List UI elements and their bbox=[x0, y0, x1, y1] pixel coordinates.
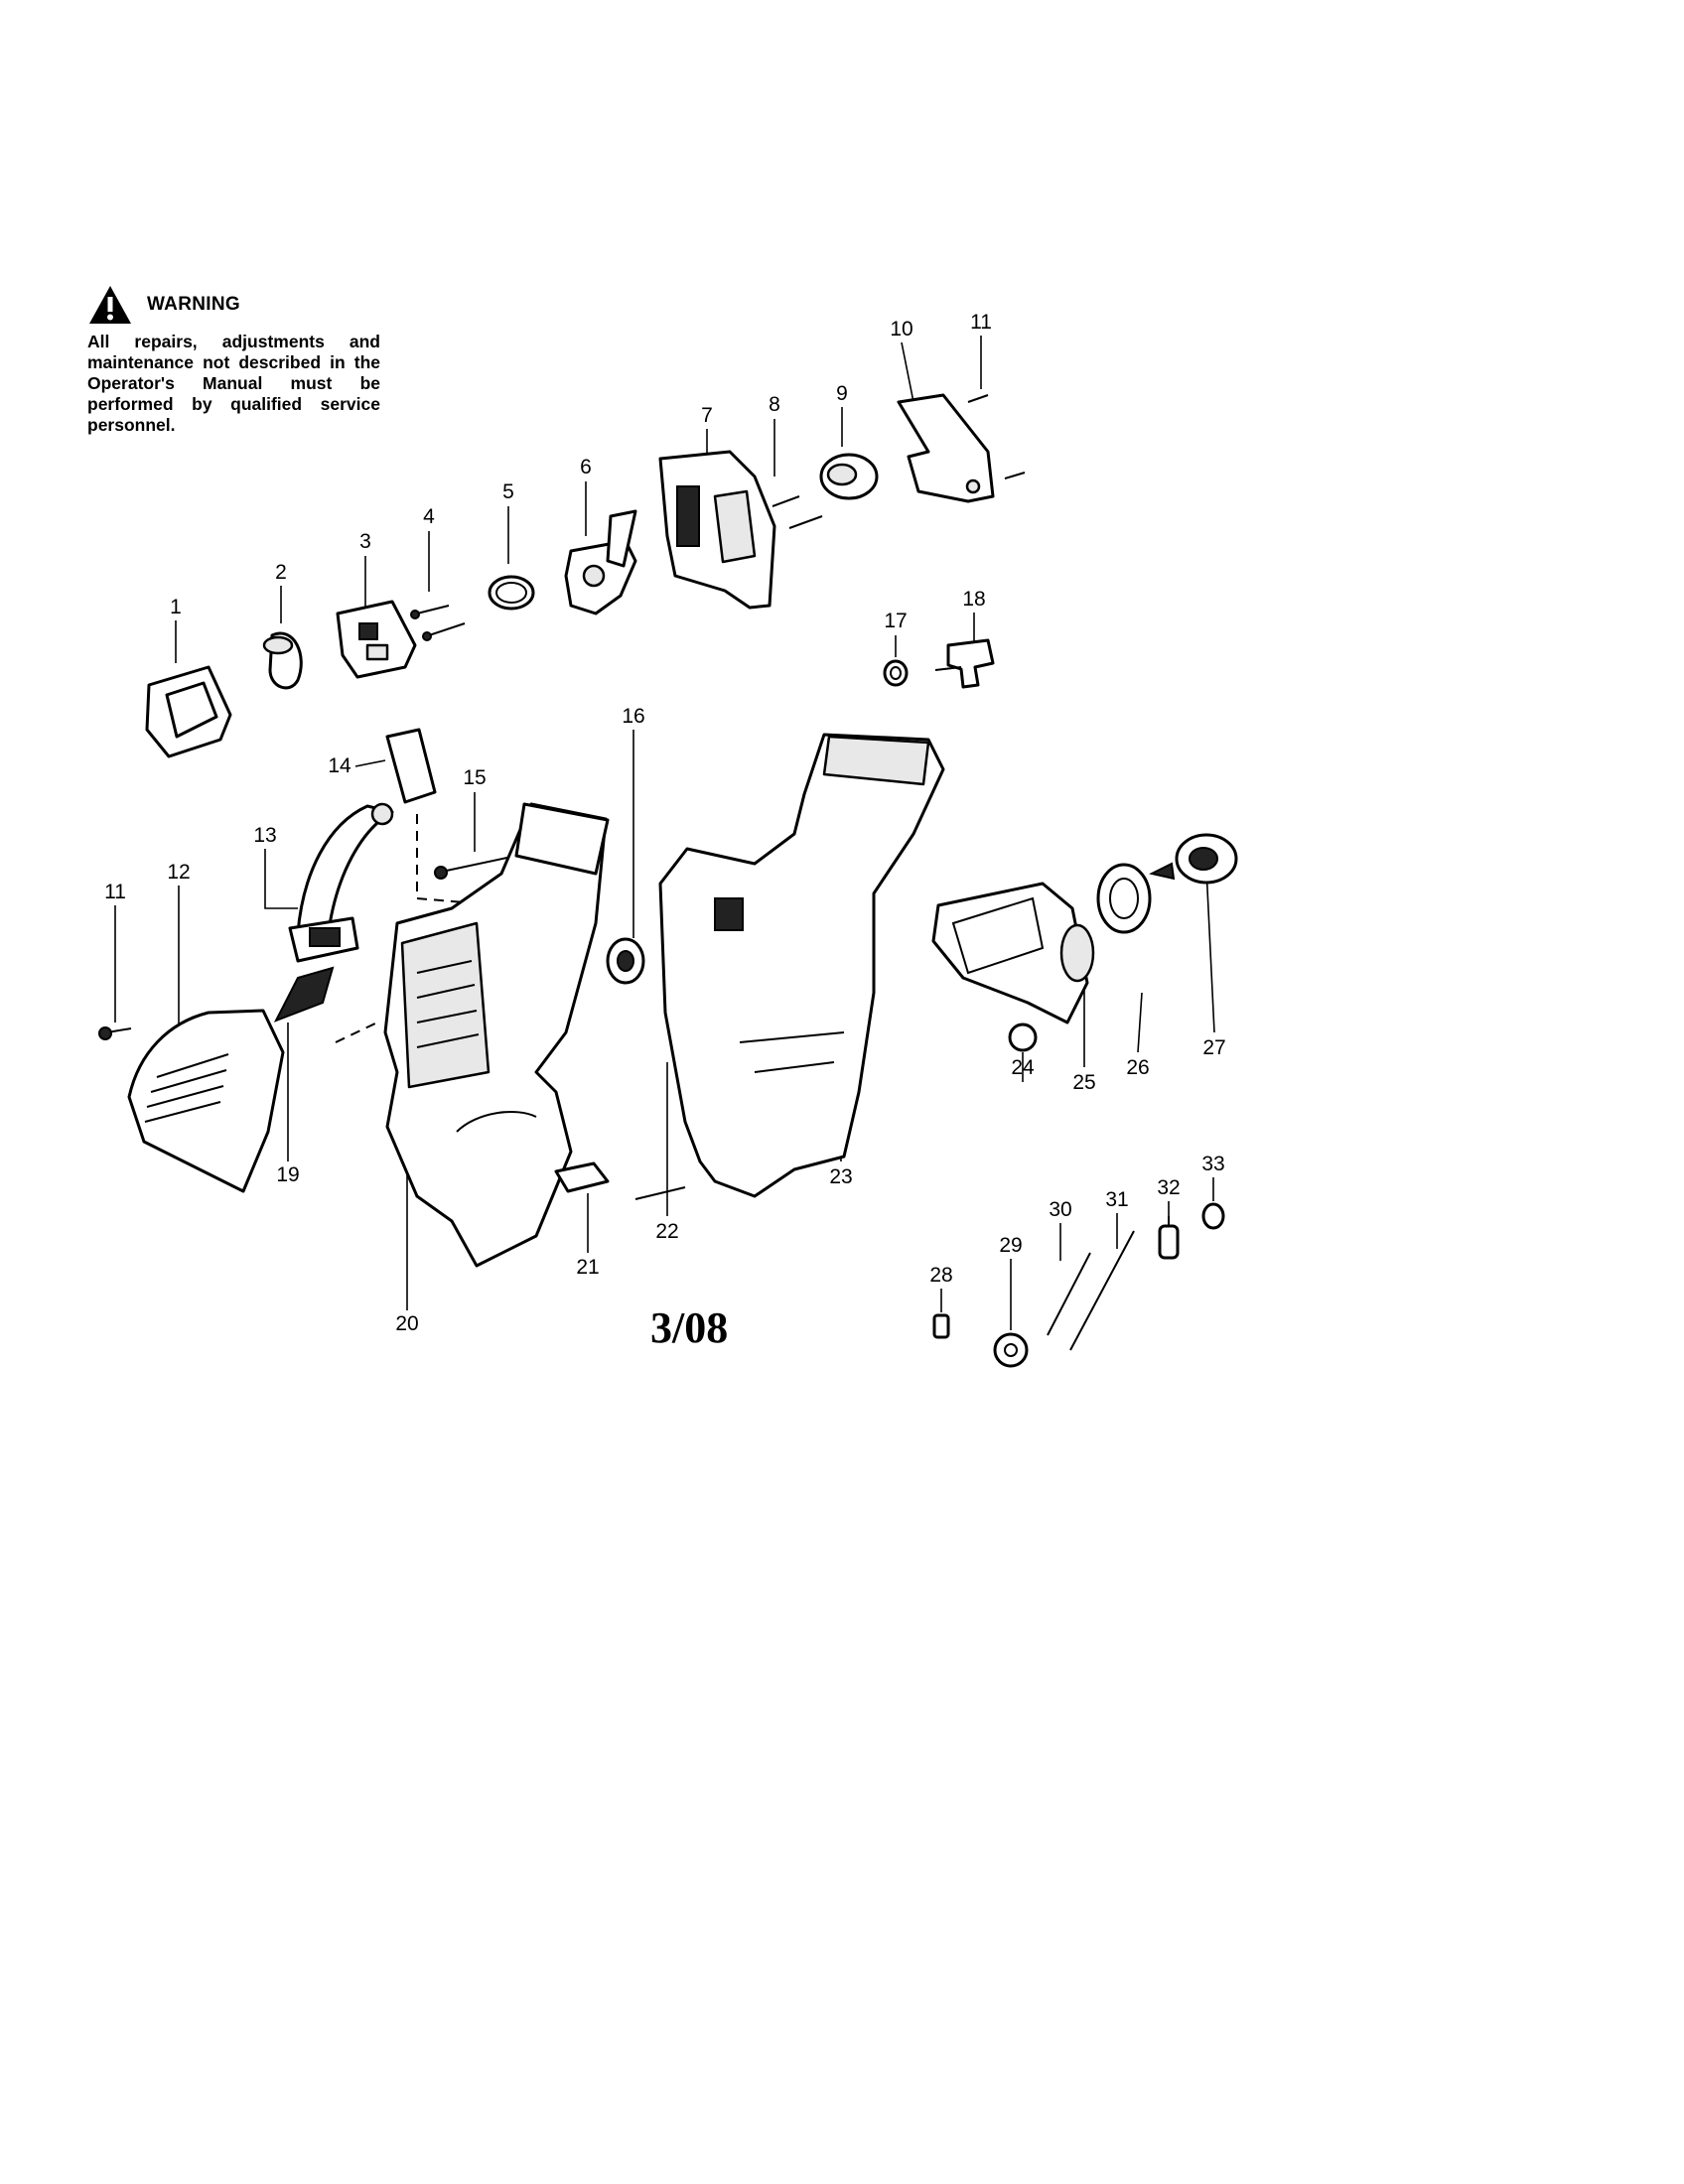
part-30-fuel-line bbox=[1047, 1252, 1091, 1336]
part-33-grommet bbox=[1201, 1202, 1225, 1230]
part-25-nozzle-housing bbox=[931, 882, 1095, 1024]
part-28-fitting bbox=[932, 1313, 950, 1339]
warning-triangle-icon bbox=[89, 286, 131, 324]
part-23-housing-half bbox=[658, 733, 945, 1198]
callout-27: 27 bbox=[1202, 1036, 1225, 1059]
part-17-nut bbox=[883, 659, 909, 687]
callout-2: 2 bbox=[275, 561, 287, 584]
callout-26: 26 bbox=[1126, 1056, 1149, 1079]
part-12-engine-cover bbox=[127, 1009, 285, 1193]
callout-15: 15 bbox=[463, 766, 486, 789]
callout-24: 24 bbox=[1011, 1056, 1035, 1079]
callout-4: 4 bbox=[423, 505, 435, 528]
callout-21: 21 bbox=[576, 1256, 599, 1279]
callout-1: 1 bbox=[170, 596, 182, 618]
callout-28: 28 bbox=[929, 1264, 952, 1287]
part-5-ring bbox=[488, 575, 535, 611]
callout-16: 16 bbox=[622, 705, 644, 728]
callout-31: 31 bbox=[1105, 1188, 1128, 1211]
part-7-plate bbox=[658, 450, 776, 610]
callout-12: 12 bbox=[167, 861, 190, 884]
callout-32: 32 bbox=[1157, 1176, 1180, 1199]
part-29-washer bbox=[993, 1332, 1029, 1368]
part-8-screws bbox=[772, 495, 823, 529]
warning-title: WARNING bbox=[147, 294, 240, 315]
callout-33: 33 bbox=[1201, 1153, 1224, 1175]
callout-23: 23 bbox=[829, 1165, 852, 1188]
part-21-latch bbox=[554, 1161, 610, 1193]
callout-22: 22 bbox=[655, 1220, 678, 1243]
part-2-plug bbox=[262, 631, 303, 690]
part-4-screws bbox=[410, 605, 466, 641]
callout-7: 7 bbox=[701, 404, 713, 427]
callout-29: 29 bbox=[999, 1234, 1022, 1257]
part-10-bracket bbox=[897, 393, 995, 503]
callout-11-top: 11 bbox=[970, 311, 992, 334]
part-27-fan-wheel bbox=[1149, 833, 1238, 885]
callout-19: 19 bbox=[276, 1163, 299, 1186]
callout-25: 25 bbox=[1072, 1071, 1095, 1094]
callout-10: 10 bbox=[890, 318, 912, 341]
part-9-spacer bbox=[819, 453, 879, 500]
part-32-fuel-filter bbox=[1158, 1216, 1180, 1260]
callout-9: 9 bbox=[836, 382, 848, 405]
part-18-knob bbox=[934, 638, 995, 689]
part-15-screw bbox=[434, 855, 517, 880]
callout-18: 18 bbox=[962, 588, 985, 611]
warning-text: All repairs, adjustments and maintenance… bbox=[87, 332, 380, 435]
callout-30: 30 bbox=[1049, 1198, 1071, 1221]
part-11-screw-left bbox=[98, 1026, 132, 1040]
part-1-gasket bbox=[145, 665, 232, 758]
revision-date: 3/08 bbox=[650, 1303, 729, 1352]
part-24-cap bbox=[1008, 1023, 1038, 1052]
part-31-fuel-line bbox=[1069, 1230, 1135, 1351]
callout-6: 6 bbox=[580, 456, 592, 478]
part-14-filter-pad bbox=[385, 728, 437, 804]
part-11-screws-top bbox=[967, 394, 1026, 479]
callout-20: 20 bbox=[395, 1312, 418, 1335]
callout-8: 8 bbox=[769, 393, 780, 416]
callout-3: 3 bbox=[359, 530, 371, 553]
part-19-arrow-label bbox=[273, 966, 335, 1023]
callout-17: 17 bbox=[884, 610, 907, 632]
warning-notice: WARNING All repairs, adjustments and mai… bbox=[87, 280, 380, 436]
part-13-handle bbox=[288, 802, 394, 963]
callout-labels: 1 2 3 4 5 6 7 8 9 10 11 11 12 13 14 15 1… bbox=[104, 311, 1226, 1335]
part-6-carburetor bbox=[564, 509, 637, 615]
callout-14: 14 bbox=[328, 754, 351, 777]
part-3-block bbox=[336, 600, 417, 679]
callout-5: 5 bbox=[502, 480, 514, 503]
part-20-housing bbox=[383, 802, 610, 1268]
part-16-impeller bbox=[606, 937, 645, 985]
callout-13: 13 bbox=[253, 824, 276, 847]
callout-11-left: 11 bbox=[104, 881, 126, 903]
warning-header: WARNING bbox=[87, 280, 380, 330]
part-26-seal-ring bbox=[1096, 863, 1152, 934]
part-22-pin bbox=[634, 1186, 686, 1200]
